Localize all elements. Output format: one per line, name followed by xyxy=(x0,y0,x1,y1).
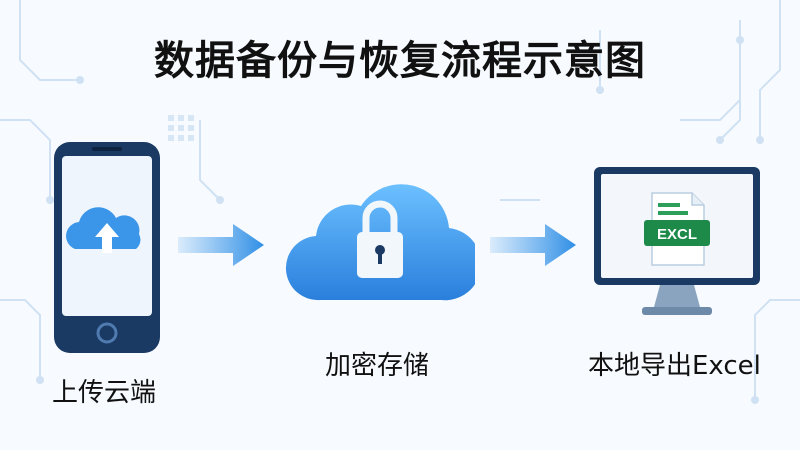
arrow-right-icon xyxy=(490,224,576,266)
step-label-export: 本地导出Excel xyxy=(588,351,761,381)
arrow-right-icon xyxy=(178,224,264,266)
monitor-excel-icon: EXCL xyxy=(594,167,760,315)
step-label-upload: 上传云端 xyxy=(52,378,157,408)
page-title: 数据备份与恢复流程示意图 xyxy=(154,38,646,84)
cloud-lock-icon xyxy=(286,184,475,301)
excel-badge-text: EXCL xyxy=(657,226,697,243)
step-label-encrypt: 加密存储 xyxy=(325,351,430,381)
phone-cloud-upload-icon xyxy=(54,142,160,353)
